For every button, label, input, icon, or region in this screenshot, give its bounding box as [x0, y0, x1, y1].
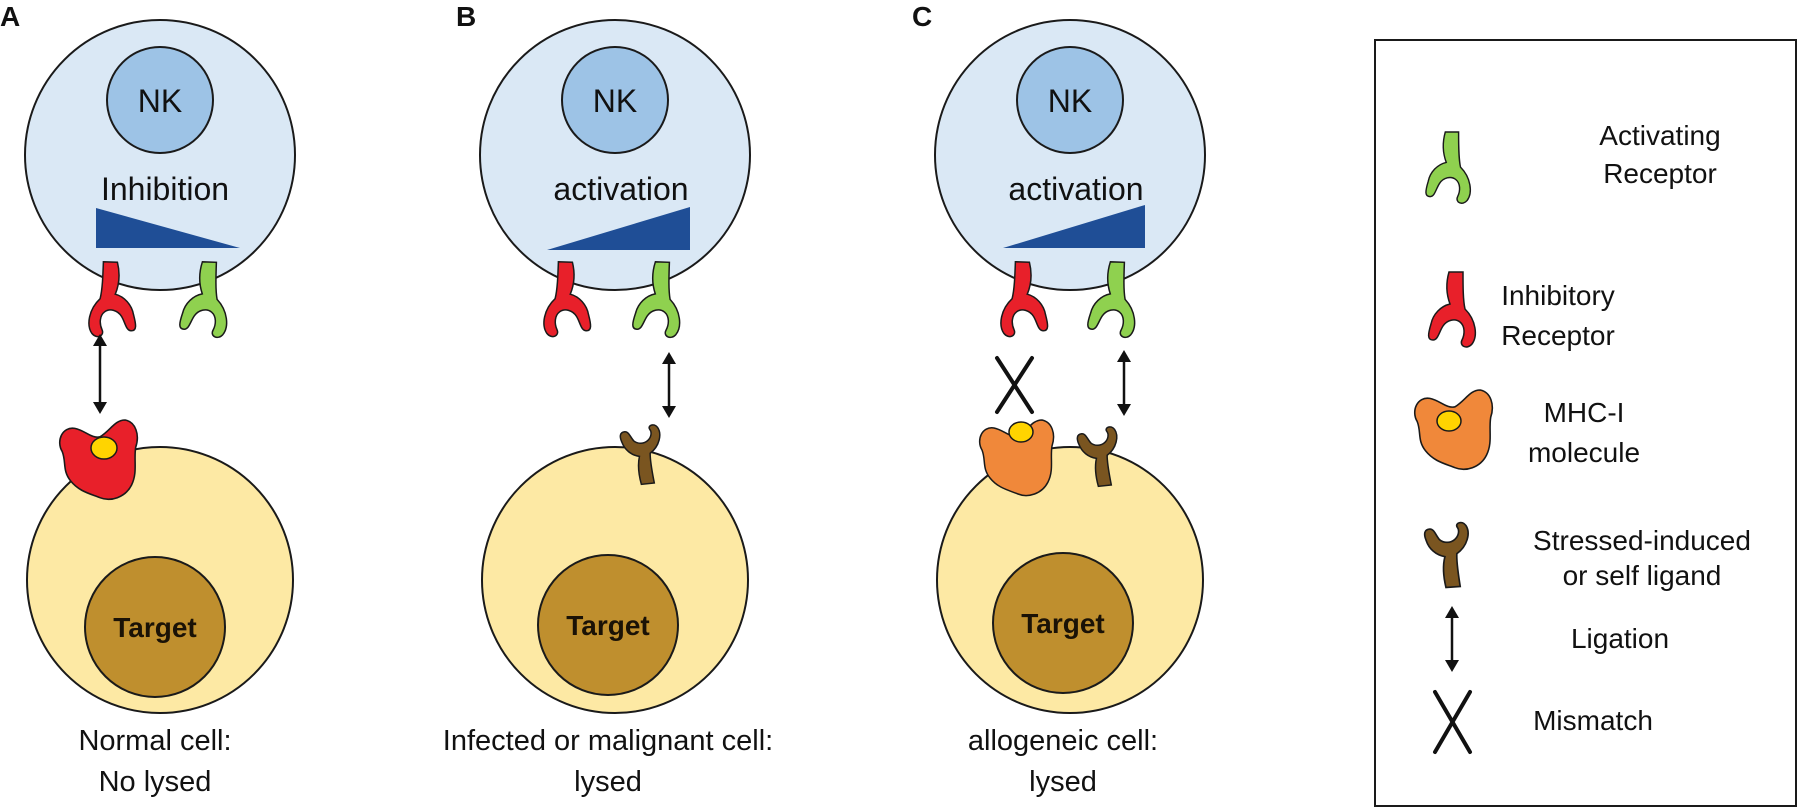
mhc-molecule	[978, 419, 1055, 497]
nk-cell	[24, 19, 296, 291]
panel-a: A NK Inhibition Target Normal cell: No l…	[0, 1, 296, 798]
panel-b: B NK activation Target Infected or malig…	[443, 1, 773, 798]
target-label: Target	[1021, 608, 1105, 639]
legend-ligand-l2: or self ligand	[1563, 560, 1722, 591]
target-label: Target	[566, 610, 650, 641]
panel-letter-c: C	[912, 1, 932, 32]
nk-nucleus	[106, 46, 214, 154]
legend: Activating Receptor Inhibitory Receptor …	[1374, 39, 1797, 807]
nk-label: NK	[1048, 83, 1092, 119]
mhc-molecule-icon	[1413, 389, 1494, 471]
panel-letter-b: B	[456, 1, 476, 32]
ligation-arrow	[93, 334, 107, 414]
ligation-arrow	[662, 352, 676, 418]
caption-line1: allogeneic cell:	[968, 725, 1158, 757]
nk-nucleus	[1016, 46, 1124, 154]
caption-line2: lysed	[1029, 766, 1097, 798]
legend-ligation: Ligation	[1571, 623, 1669, 654]
nk-nucleus	[561, 46, 669, 154]
nk-label: NK	[138, 83, 182, 119]
target-nucleus	[537, 554, 679, 696]
legend-inhibitory-l2: Receptor	[1501, 320, 1615, 351]
signal-label: Inhibition	[101, 171, 229, 207]
mhc-molecule	[58, 419, 139, 501]
activation-wedge	[547, 207, 690, 250]
panel-c: C NK activation Target allogeneic cell: …	[912, 1, 1206, 798]
panel-letter-a: A	[0, 1, 20, 32]
caption-line1: Normal cell:	[78, 725, 231, 757]
signal-label: activation	[553, 171, 688, 207]
legend-mismatch: Mismatch	[1533, 705, 1653, 736]
caption-line2: No lysed	[99, 766, 212, 798]
legend-activating-l2: Receptor	[1603, 158, 1717, 189]
target-label: Target	[113, 612, 197, 643]
ligation-arrow	[1117, 350, 1131, 416]
legend-ligand-l1: Stressed-induced	[1533, 525, 1751, 556]
inhibition-wedge	[96, 208, 240, 248]
legend-activating-l1: Activating	[1599, 120, 1720, 151]
legend-mhc-l1: MHC-I	[1544, 397, 1625, 428]
caption-line1: Infected or malignant cell:	[443, 725, 773, 757]
legend-inhibitory-l1: Inhibitory	[1501, 280, 1615, 311]
mismatch-cross	[995, 356, 1034, 414]
signal-label: activation	[1008, 171, 1143, 207]
caption-line2: lysed	[574, 766, 642, 798]
target-nucleus	[992, 552, 1134, 694]
ligation-arrow-icon	[1445, 606, 1459, 672]
nk-label: NK	[593, 83, 637, 119]
legend-mhc-l2: molecule	[1528, 437, 1640, 468]
target-nucleus	[84, 556, 226, 698]
activation-wedge	[1003, 205, 1145, 248]
mismatch-cross-icon	[1433, 690, 1472, 754]
